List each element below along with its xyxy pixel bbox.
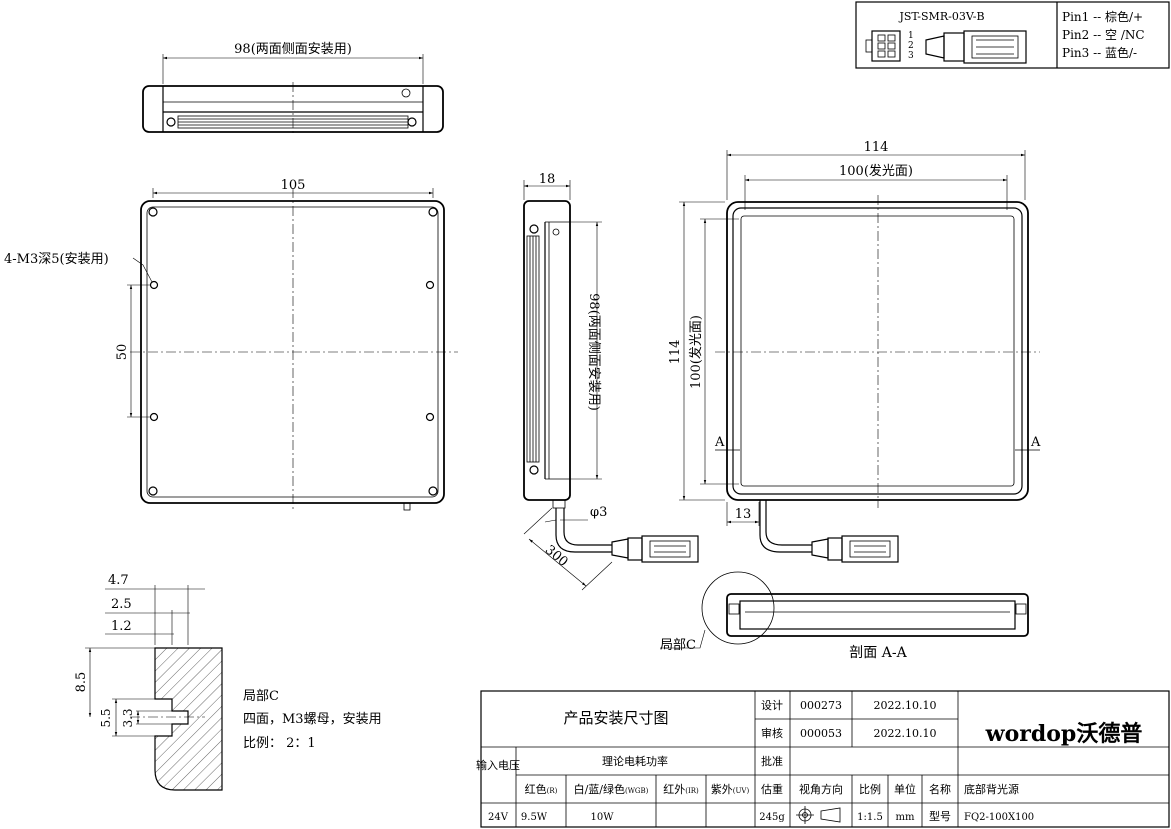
pin1-label: Pin1 -- 棕色/+ <box>1062 9 1143 24</box>
col-uv-sub: (UV) <box>733 787 750 795</box>
outer-height-dim: 114 <box>668 340 683 365</box>
col-name: 名称 <box>929 782 951 796</box>
section-mark-right: A <box>1030 435 1041 450</box>
col-red: 红色(R) <box>525 782 558 796</box>
front-view-width-dim: 105 <box>281 178 306 193</box>
detail-c-ref: 局部C <box>660 638 696 653</box>
design-label: 设计 <box>761 699 783 712</box>
model-value: FQ2-100X100 <box>964 812 1034 823</box>
scale-value: 1:1.5 <box>857 812 883 823</box>
col-red-sub: (R) <box>547 787 558 795</box>
outer-width-dim: 114 <box>864 140 889 155</box>
power-title: 理论电耗功率 <box>602 754 668 768</box>
connector-socket-icon: 1 2 3 <box>865 30 914 62</box>
input-voltage-label-text: 输入电压 <box>476 758 520 772</box>
weight-value: 245g <box>759 812 785 823</box>
emit-height-dim: 100(发光面) <box>688 315 704 389</box>
side-thickness-dim: 18 <box>539 172 556 187</box>
side-cable-plug-icon <box>611 535 699 563</box>
pin-number-3: 3 <box>908 51 914 61</box>
col-ir: 红外(IR) <box>663 783 699 796</box>
model-label: 型号 <box>929 809 951 823</box>
detail-dim-8-5: 8.5 <box>74 672 89 693</box>
connector-info-box: JST-SMR-03V-B 1 2 3 Pin1 -- 棕色/+ Pin2 --… <box>855 1 1170 69</box>
side-length-dim: 98(两面侧面安装用) <box>586 293 601 411</box>
pin2-label: Pin2 -- 空 /NC <box>1062 28 1145 42</box>
detail-note-nut: 四面，M3螺母，安装用 <box>243 712 382 727</box>
detail-note-scale: 比例： 2：1 <box>243 736 316 751</box>
col-scale: 比例 <box>859 782 881 796</box>
detail-dim-4-7: 4.7 <box>108 573 129 588</box>
detail-dim-1-2: 1.2 <box>111 619 132 634</box>
review-date: 2022.10.10 <box>874 727 937 740</box>
col-weight: 估重 <box>761 782 783 796</box>
pin-number-2: 2 <box>908 41 914 51</box>
input-voltage-label: 输入电压 <box>476 758 520 772</box>
col-uv: 紫外(UV) <box>711 783 750 796</box>
cable-length-dim: 300 <box>542 543 571 570</box>
product-name: 底部背光源 <box>964 782 1019 796</box>
voltage-value: 24V <box>488 812 509 823</box>
wrgb-power-value: 10W <box>590 812 614 823</box>
detail-dim-2-5: 2.5 <box>111 597 132 612</box>
cable-offset-dim: 13 <box>735 507 752 522</box>
review-number: 000053 <box>800 727 842 740</box>
red-power-value: 9.5W <box>521 812 548 823</box>
top-view: 98(两面侧面安装用) <box>142 42 444 136</box>
cable-diameter-dim: φ3 <box>590 505 607 520</box>
title-block: 产品安装尺寸图 设计 000273 2022.10.10 审核 000053 2… <box>476 690 1170 828</box>
design-date: 2022.10.10 <box>874 699 937 712</box>
detail-dim-5-5: 5.5 <box>99 708 113 727</box>
company-logo: wordop沃德普 <box>985 721 1143 747</box>
emitting-view: 114 100(发光面) A A 114 100(发光面) 13 <box>668 140 1041 563</box>
detail-note-title: 局部C <box>243 689 279 704</box>
connector-model: JST-SMR-03V-B <box>898 10 984 23</box>
pin3-label: Pin3 -- 蓝色/- <box>1062 46 1137 60</box>
col-wrgb: 白/蓝/绿色(WGB) <box>574 782 649 796</box>
mounting-hole-note: 4-M3深5(安装用) <box>4 252 109 267</box>
col-ir-sub: (IR) <box>685 787 699 795</box>
top-view-width-dim: 98(两面侧面安装用) <box>234 42 352 57</box>
side-view: 18 98(两面侧面安装用) φ3 300 <box>523 172 699 591</box>
projection-symbol-icon <box>796 806 841 824</box>
design-number: 000273 <box>800 699 842 712</box>
detail-c-view: 4.7 2.5 1.2 8.5 5.5 3.3 局部C 四面，M3螺母，安装用 … <box>74 573 382 791</box>
review-label: 审核 <box>761 726 783 740</box>
section-mark-left: A <box>714 435 725 450</box>
col-ir-text: 红外 <box>663 783 685 796</box>
detail-dim-3-3: 3.3 <box>121 708 135 727</box>
col-view: 视角方向 <box>799 782 843 796</box>
col-red-text: 红色 <box>525 782 547 796</box>
hole-spacing-dim: 50 <box>115 344 130 361</box>
section-label: 剖面 A-A <box>849 645 907 661</box>
unit-value: mm <box>896 812 915 823</box>
col-wrgb-text: 白/蓝/绿色 <box>574 782 625 796</box>
approve-label: 批准 <box>761 754 783 768</box>
section-a-a: 局部C 剖面 A-A <box>660 571 1029 661</box>
front-cable-plug-icon <box>811 535 899 563</box>
col-unit: 单位 <box>894 782 916 796</box>
emit-width-dim: 100(发光面) <box>839 163 913 179</box>
connector-plug-icon <box>925 30 1027 64</box>
pin-number-1: 1 <box>908 31 914 41</box>
col-wrgb-sub: (WGB) <box>625 787 649 795</box>
drawing-title: 产品安装尺寸图 <box>563 709 668 727</box>
front-view: 105 50 4-M3深5(安装用) <box>4 178 458 512</box>
col-uv-text: 紫外 <box>711 783 733 796</box>
